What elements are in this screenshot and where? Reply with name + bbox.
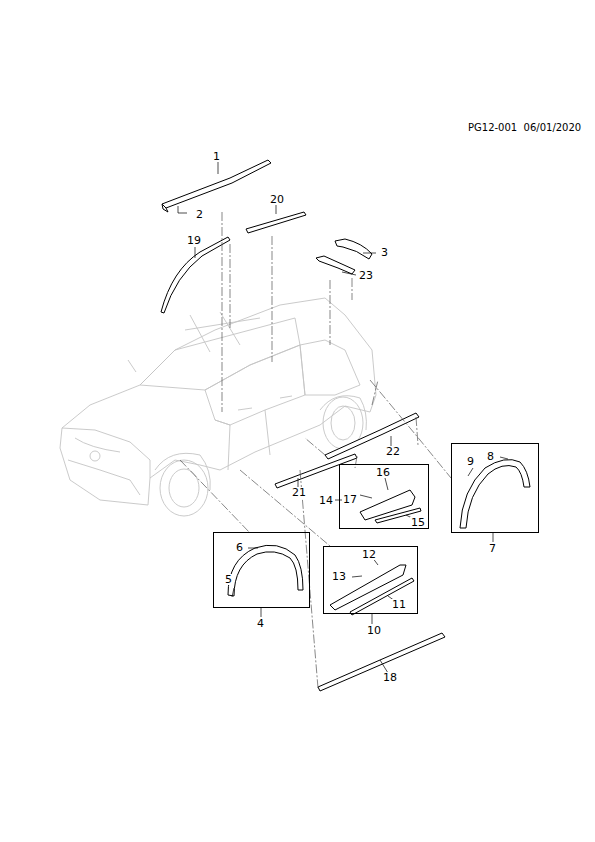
callout-number: 18	[382, 672, 398, 683]
callout-leaders	[178, 162, 508, 673]
callout-number: 20	[269, 194, 285, 205]
callout-number: 21	[291, 487, 307, 498]
callout-number: 11	[391, 599, 407, 610]
callout-number: 12	[361, 549, 377, 560]
drawing-reference: PG12-001 06/01/2020	[467, 123, 582, 133]
callout-number: 16	[375, 467, 391, 478]
callout-number: 5	[224, 574, 233, 585]
inset-box: 12131110	[323, 546, 418, 614]
leader-lines	[180, 212, 451, 688]
callout-number: 13	[331, 571, 347, 582]
callout-number: 2	[195, 209, 204, 220]
callout-number: 22	[385, 446, 401, 457]
vehicle-outline	[60, 298, 376, 516]
callout-number: 4	[256, 618, 265, 629]
callout-number: 23	[358, 270, 374, 281]
callout-number: 19	[186, 235, 202, 246]
callout-number: 14	[318, 495, 334, 506]
callout-number: 17	[342, 494, 358, 505]
callout-number: 6	[235, 542, 244, 553]
callout-number: 9	[466, 456, 475, 467]
inset-box: 654	[213, 532, 310, 608]
callout-number: 8	[486, 451, 495, 462]
callout-number: 15	[410, 517, 426, 528]
callout-number: 7	[488, 543, 497, 554]
callout-number: 10	[366, 625, 382, 636]
callout-number: 1	[212, 151, 221, 162]
trim-parts	[161, 160, 530, 691]
callout-number: 3	[380, 247, 389, 258]
inset-box: 16171514	[339, 464, 429, 529]
inset-box: 897	[451, 443, 539, 533]
